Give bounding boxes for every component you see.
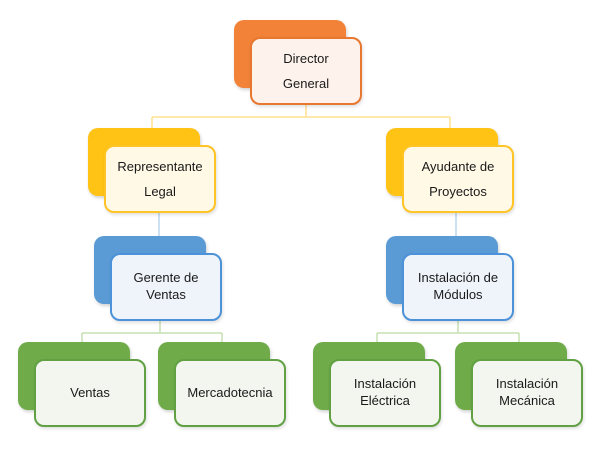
node-card: Gerente de Ventas [110, 253, 222, 321]
node-label: Mercadotecnia [187, 384, 273, 400]
node-label: Instalación Mecánica [495, 376, 559, 408]
connector-level2-to-level3 [158, 213, 457, 237]
node-label: Ventas [70, 384, 110, 400]
node-label: Director General [282, 50, 330, 91]
node-card: Director General [250, 37, 362, 105]
org-node-gerente-de-ventas: Gerente de Ventas [94, 236, 222, 321]
node-label: Gerente de Ventas [133, 270, 199, 302]
node-card: Ventas [34, 359, 146, 427]
node-card: Ayudante de Proyectos [402, 145, 514, 213]
org-node-ayudante-de-proyectos: Ayudante de Proyectos [386, 128, 514, 213]
node-card: Instalación Mecánica [471, 359, 583, 427]
connector-level3-to-level4 [81, 321, 520, 343]
node-label: Representante Legal [117, 158, 203, 199]
node-label: Instalación Eléctrica [353, 376, 417, 408]
connector-director-to-level2 [151, 105, 451, 130]
org-node-mercadotecnia: Mercadotecnia [158, 342, 286, 427]
org-node-instalacion-de-modulos: Instalación de Módulos [386, 236, 514, 321]
node-label: Ayudante de Proyectos [421, 158, 495, 199]
node-card: Instalación de Módulos [402, 253, 514, 321]
org-node-instalacion-mecanica: Instalación Mecánica [455, 342, 583, 427]
node-card: Mercadotecnia [174, 359, 286, 427]
org-node-director-general: Director General [234, 20, 362, 105]
node-card: Representante Legal [104, 145, 216, 213]
org-node-representante-legal: Representante Legal [88, 128, 216, 213]
org-node-ventas: Ventas [18, 342, 146, 427]
org-node-instalacion-electrica: Instalación Eléctrica [313, 342, 441, 427]
node-label: Instalación de Módulos [417, 270, 499, 302]
node-card: Instalación Eléctrica [329, 359, 441, 427]
